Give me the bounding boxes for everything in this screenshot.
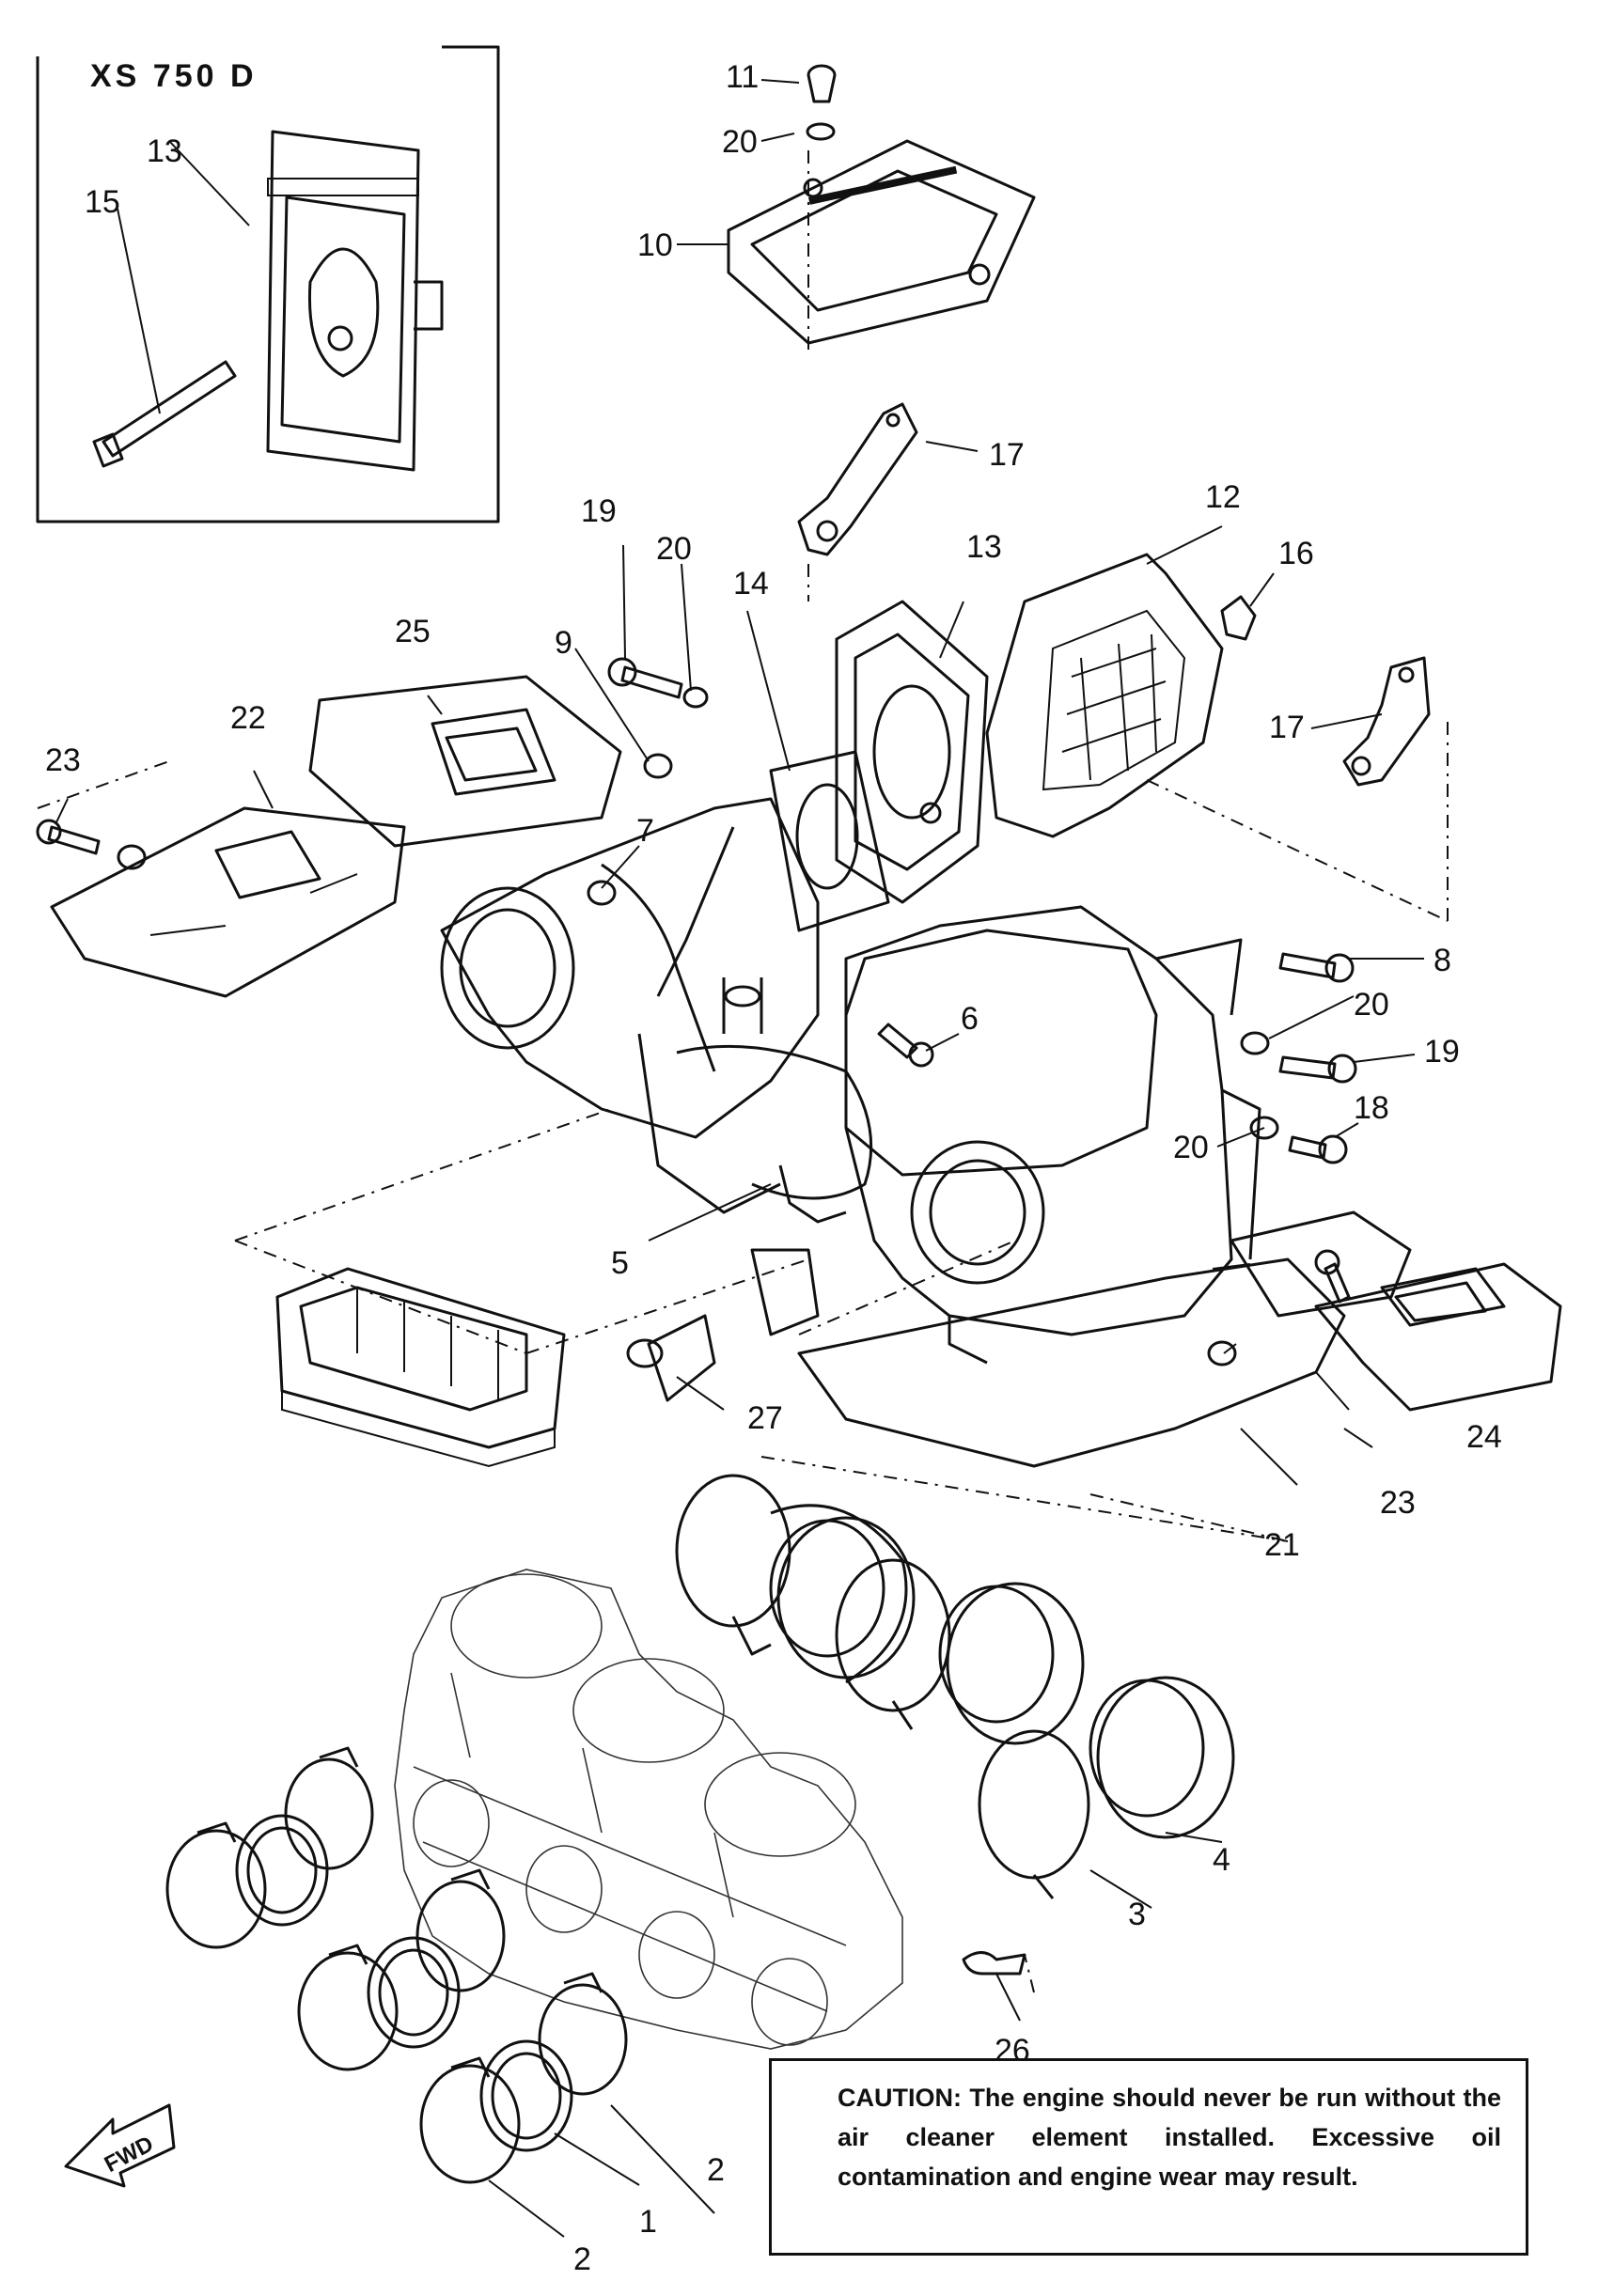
label-13: 13 <box>966 529 1002 565</box>
label-1: 1 <box>639 2204 657 2240</box>
carburetor-assembly <box>394 1569 903 2050</box>
fasteners <box>36 657 1357 1367</box>
label-7: 7 <box>636 813 654 849</box>
label-16: 16 <box>1278 536 1314 571</box>
forward-arrow-icon: FWD <box>64 2103 176 2188</box>
clip <box>1220 595 1257 641</box>
label-11: 11 <box>726 59 759 95</box>
damper-plate <box>769 750 942 932</box>
intake-joints <box>675 1474 1235 1899</box>
inset-element-cover <box>266 130 444 472</box>
inset-panel: XS 750 D 13 15 <box>36 45 500 523</box>
callout-labels: 11 20 10 17 12 13 16 17 14 20 19 9 25 22… <box>45 59 1502 2277</box>
label-25: 25 <box>395 614 431 649</box>
label-19: 19 <box>581 493 617 529</box>
label-6: 6 <box>961 1001 979 1037</box>
bracket-upper <box>797 402 918 601</box>
inset-bolt <box>92 360 237 468</box>
inset-leader-15 <box>117 208 161 414</box>
label-8: 8 <box>1434 943 1451 978</box>
alignment-lines <box>37 714 1449 1993</box>
caution-text: CAUTION: The engine should never be run … <box>838 2084 1501 2191</box>
label-20: 20 <box>722 124 758 160</box>
label-23: 23 <box>45 742 81 778</box>
label-17: 17 <box>1269 710 1305 745</box>
element-frame <box>835 600 989 904</box>
label-23: 23 <box>1380 1485 1416 1521</box>
lower-filter-element <box>275 1267 566 1468</box>
inset-title: XS 750 D <box>90 58 258 94</box>
side-cover-right <box>797 1210 1562 1468</box>
air-box-case <box>440 797 873 1224</box>
label-4: 4 <box>1213 1842 1230 1878</box>
air-box-case-right <box>844 905 1261 1365</box>
label-2: 2 <box>573 2241 591 2277</box>
label-20: 20 <box>656 531 692 567</box>
fwd-label: FWD <box>101 2132 158 2178</box>
label-5: 5 <box>611 1245 629 1281</box>
bracket-right <box>1342 656 1431 787</box>
label-17: 17 <box>989 437 1025 473</box>
label-9: 9 <box>555 625 572 661</box>
caution-note: CAUTION: The engine should never be run … <box>769 2058 1528 2256</box>
inset-label-15: 15 <box>85 184 120 220</box>
inset-label-13: 13 <box>147 133 182 169</box>
label-27: 27 <box>747 1400 783 1436</box>
air-filter-element <box>985 553 1224 838</box>
label-10: 10 <box>637 227 673 263</box>
label-20: 20 <box>1354 987 1389 1023</box>
label-24: 24 <box>1466 1419 1502 1455</box>
manifold-joints <box>165 1746 628 2184</box>
leader-lines <box>55 79 1424 2238</box>
label-2: 2 <box>707 2152 725 2188</box>
joint-tube <box>626 1248 820 1402</box>
cleaner-cover <box>727 64 1036 357</box>
label-3: 3 <box>1128 1897 1146 1932</box>
side-cover-left <box>50 675 622 998</box>
label-21: 21 <box>1264 1527 1300 1563</box>
hose-clip <box>962 1951 1026 1976</box>
label-19: 19 <box>1424 1034 1460 1070</box>
label-14: 14 <box>733 566 769 601</box>
label-22: 22 <box>230 700 266 736</box>
inset-leader-13 <box>168 140 250 226</box>
label-12: 12 <box>1205 479 1241 515</box>
label-18: 18 <box>1354 1090 1389 1126</box>
label-20: 20 <box>1173 1130 1209 1165</box>
